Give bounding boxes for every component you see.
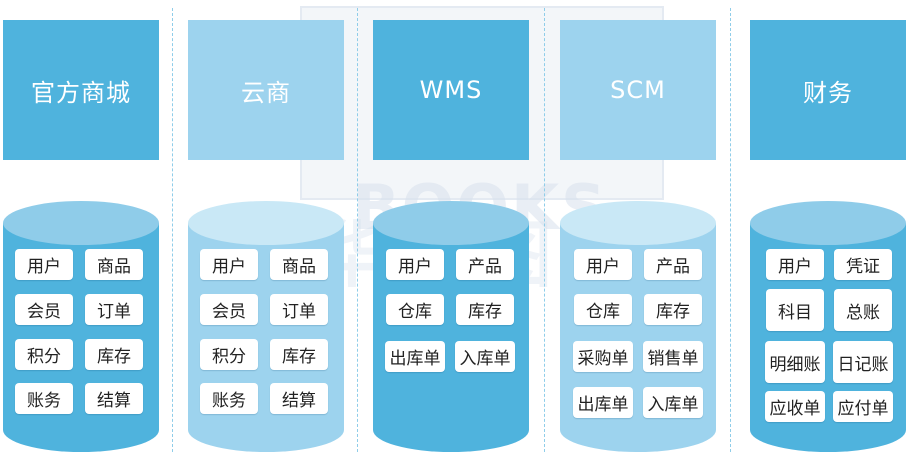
entity-chip: 商品 [270,249,328,280]
system-title: 云商 [188,20,344,160]
entity-chip: 账务 [15,383,73,414]
database-cylinder: 用户 商品 会员 订单 积分 库存 账务 结算 [188,201,344,452]
database-cylinder: 用户 凭证 科目 总账 明细账 日记账 应收单 应付单 [750,201,906,452]
entity-chip: 入库单 [643,387,703,418]
entity-chip: 库存 [270,339,328,370]
system-title: WMS [373,20,529,160]
cylinder-shape [188,201,344,452]
entity-chip: 明细账 [765,341,825,383]
entity-chip: 积分 [200,339,258,370]
entity-chip: 会员 [200,294,258,325]
entity-chip: 总账 [834,289,892,331]
entity-chip: 结算 [270,383,328,414]
system-column-mall: 官方商城 用户 商品 会员 订单 积分 库存 账务 结算 [3,0,159,455]
entity-chip: 订单 [85,294,143,325]
cylinder-shape [3,201,159,452]
database-cylinder: 用户 商品 会员 订单 积分 库存 账务 结算 [3,201,159,452]
database-cylinder: 用户 产品 仓库 库存 采购单 销售单 出库单 入库单 [560,201,716,452]
column-divider [730,8,731,452]
system-title: SCM [560,20,716,160]
column-divider [172,8,173,452]
entity-chip: 销售单 [643,341,703,372]
column-divider [544,8,545,452]
entity-chip: 入库单 [455,341,515,372]
entity-chip: 会员 [15,294,73,325]
system-column-wms: WMS 用户 产品 仓库 库存 出库单 入库单 [373,0,529,455]
entity-chip: 产品 [644,249,702,280]
system-title: 财务 [750,20,906,160]
entity-chip: 积分 [15,339,73,370]
database-cylinder: 用户 产品 仓库 库存 出库单 入库单 [373,201,529,452]
entity-chip: 用户 [766,249,824,280]
entity-chip: 科目 [766,289,824,331]
entity-chip: 库存 [85,339,143,370]
entity-chip: 商品 [85,249,143,280]
entity-chip: 应付单 [833,391,893,422]
entity-chip: 用户 [386,249,444,280]
entity-chip: 仓库 [574,294,632,325]
entity-chip: 库存 [644,294,702,325]
entity-chip: 采购单 [573,341,633,372]
system-column-finance: 财务 用户 凭证 科目 总账 明细账 日记账 应收单 应付单 [750,0,906,455]
entity-chip: 用户 [15,249,73,280]
entity-chip: 账务 [200,383,258,414]
entity-chip: 用户 [200,249,258,280]
entity-chip: 库存 [456,294,514,325]
entity-chip: 应收单 [765,391,825,422]
entity-chip: 日记账 [833,341,893,383]
system-column-scm: SCM 用户 产品 仓库 库存 采购单 销售单 出库单 入库单 [560,0,716,455]
entity-chip: 结算 [85,383,143,414]
entity-chip: 仓库 [386,294,444,325]
entity-chip: 出库单 [385,341,445,372]
entity-chip: 用户 [574,249,632,280]
system-column-cloud: 云商 用户 商品 会员 订单 积分 库存 账务 结算 [188,0,344,455]
cylinder-shape [373,201,529,452]
entity-chip: 产品 [456,249,514,280]
entity-chip: 订单 [270,294,328,325]
entity-chip: 凭证 [834,249,892,280]
entity-chip: 出库单 [573,387,633,418]
system-title: 官方商城 [3,20,159,160]
column-divider [357,8,358,452]
